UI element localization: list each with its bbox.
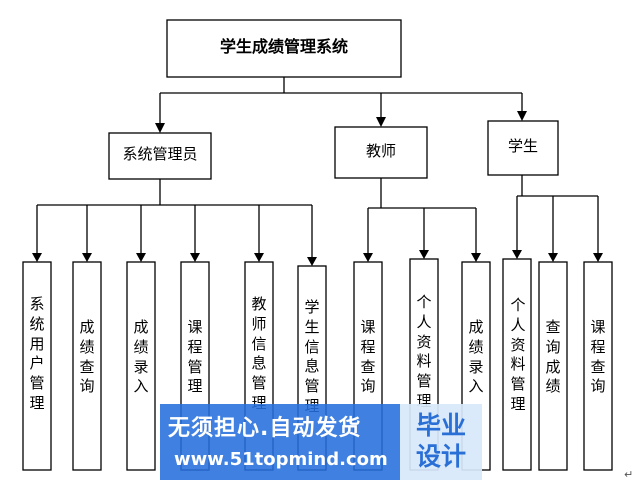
leaf-node-box [538, 261, 568, 471]
leaf-label: 个人资料管理 [510, 296, 526, 413]
arrowhead [376, 117, 386, 127]
role-node-box-student [487, 120, 559, 176]
arrowhead [593, 253, 603, 262]
arrowhead [471, 253, 481, 262]
arrowhead [155, 123, 165, 133]
arrowhead [32, 253, 42, 262]
root-node-box [166, 19, 402, 78]
role-node-box-teacher [334, 126, 428, 179]
watermark-badge-text: 毕业设计 [415, 411, 466, 472]
watermark-panel: 无须担心.自动发货 www.51topmind.com [160, 404, 400, 480]
arrowhead [190, 253, 200, 262]
arrowhead [419, 250, 429, 259]
leaf-label: 系统用户管理 [29, 295, 45, 412]
watermark-badge: 毕业设计 [400, 404, 482, 480]
leaf-node-box [583, 261, 613, 471]
watermark-banner: 无须担心.自动发货 www.51topmind.com 毕业设计 [160, 404, 482, 480]
leaf-label: 学生信息管理 [304, 298, 320, 415]
arrowhead [512, 250, 522, 259]
arrowhead [363, 253, 373, 262]
leaf-label: 成绩录入 [133, 318, 149, 396]
leaf-label: 课程查询 [360, 318, 376, 396]
leaf-label: 课程管理 [187, 318, 203, 396]
leaf-label: 课程查询 [590, 318, 606, 396]
role-node-label-teacher: 教师 [365, 142, 396, 160]
paragraph-return-mark: ↵ [624, 468, 634, 481]
leaf-node-box [126, 261, 156, 471]
watermark-slogan: 无须担心.自动发货 [168, 416, 362, 441]
arrowhead [254, 253, 264, 262]
leaf-label: 教师信息管理 [251, 295, 267, 412]
arrowhead [307, 257, 317, 266]
leaf-label: 查询成绩 [545, 318, 561, 396]
role-node-label-admin: 系统管理员 [122, 145, 198, 163]
leaf-label: 成绩录入 [468, 318, 484, 396]
watermark-url: www.51topmind.com [174, 449, 388, 470]
leaf-node-box [22, 261, 52, 471]
role-node-label-student: 学生 [507, 137, 538, 155]
arrowhead [517, 111, 527, 121]
arrowhead [548, 253, 558, 262]
leaf-node-box [72, 261, 102, 471]
arrowhead [82, 253, 92, 262]
root-node-label: 学生成绩管理系统 [219, 37, 348, 56]
leaf-label: 成绩查询 [79, 318, 95, 396]
leaf-node-box [502, 258, 532, 471]
arrowhead [136, 253, 146, 262]
leaf-label: 个人资料管理 [416, 293, 432, 410]
